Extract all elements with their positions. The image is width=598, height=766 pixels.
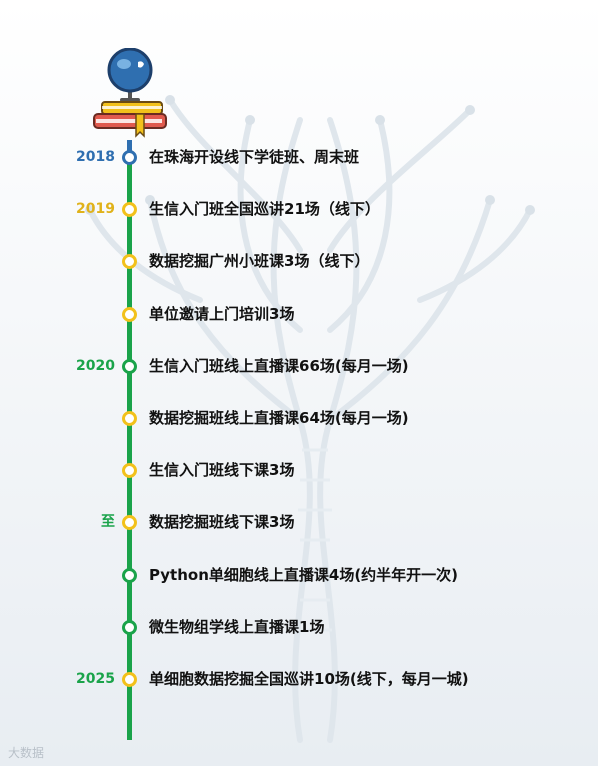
timeline-event-text: 数据挖掘班线下课3场: [149, 513, 295, 532]
timeline-year: 2019: [76, 201, 115, 218]
timeline-dot: [122, 463, 137, 479]
timeline-item: 单位邀请上门培训3场: [0, 301, 598, 327]
watermark: 大数据: [8, 744, 44, 761]
timeline-event-text: Python单细胞线上直播课4场(约半年开一次): [149, 565, 459, 584]
timeline-dot: [122, 515, 137, 531]
timeline-dot: [122, 306, 137, 322]
timeline-item: 生信入门班线下课3场: [0, 457, 598, 483]
timeline-event-text: 生信入门班全国巡讲21场（线下）: [149, 200, 380, 219]
timeline-item: 2025 单细胞数据挖掘全国巡讲10场(线下，每月一城): [0, 666, 598, 692]
timeline-item: 微生物组学线上直播课1场: [0, 614, 598, 640]
watermark-text: 大数据: [8, 746, 45, 760]
timeline-item: 数据挖掘广州小班课3场（线下）: [0, 248, 598, 274]
timeline-event-text: 数据挖掘广州小班课3场（线下）: [149, 252, 370, 271]
timeline-dot: [122, 619, 137, 635]
timeline-event-text: 微生物组学线上直播课1场: [149, 617, 325, 636]
timeline-dot: [122, 358, 137, 374]
timeline-dot: [122, 202, 137, 218]
timeline-year: 2018: [76, 149, 115, 165]
timeline-event-text: 生信入门班线上直播课66场(每月一场): [149, 356, 409, 375]
timeline-item: Python单细胞线上直播课4场(约半年开一次): [0, 562, 598, 588]
globe-on-books-icon: [88, 47, 174, 140]
timeline-dot: [122, 150, 137, 165]
timeline-year: 2025: [76, 671, 115, 687]
timeline-line: [127, 140, 132, 740]
timeline-event-text: 生信入门班线下课3场: [149, 461, 295, 480]
timeline-line-top: [127, 140, 132, 152]
timeline-dot: [122, 254, 137, 270]
timeline-event-text: 单细胞数据挖掘全国巡讲10场(线下，每月一城): [149, 670, 469, 688]
timeline-year: 2020: [76, 357, 115, 374]
timeline-event-text: 在珠海开设线下学徒班、周末班: [149, 148, 360, 166]
timeline-year: 至: [101, 514, 115, 531]
timeline-dot: [122, 567, 137, 583]
timeline-item: 2018 在珠海开设线下学徒班、周末班: [0, 144, 598, 170]
timeline-item: 2020 生信入门班线上直播课66场(每月一场): [0, 353, 598, 379]
timeline-event-text: 数据挖掘班线上直播课64场(每月一场): [149, 409, 409, 427]
timeline-item: 至 数据挖掘班线下课3场: [0, 509, 598, 535]
timeline-dot: [122, 672, 137, 687]
timeline-item: 2019 生信入门班全国巡讲21场（线下）: [0, 196, 598, 222]
timeline-item: 数据挖掘班线上直播课64场(每月一场): [0, 405, 598, 431]
timeline-event-text: 单位邀请上门培训3场: [149, 304, 295, 323]
timeline-dot: [122, 411, 137, 426]
